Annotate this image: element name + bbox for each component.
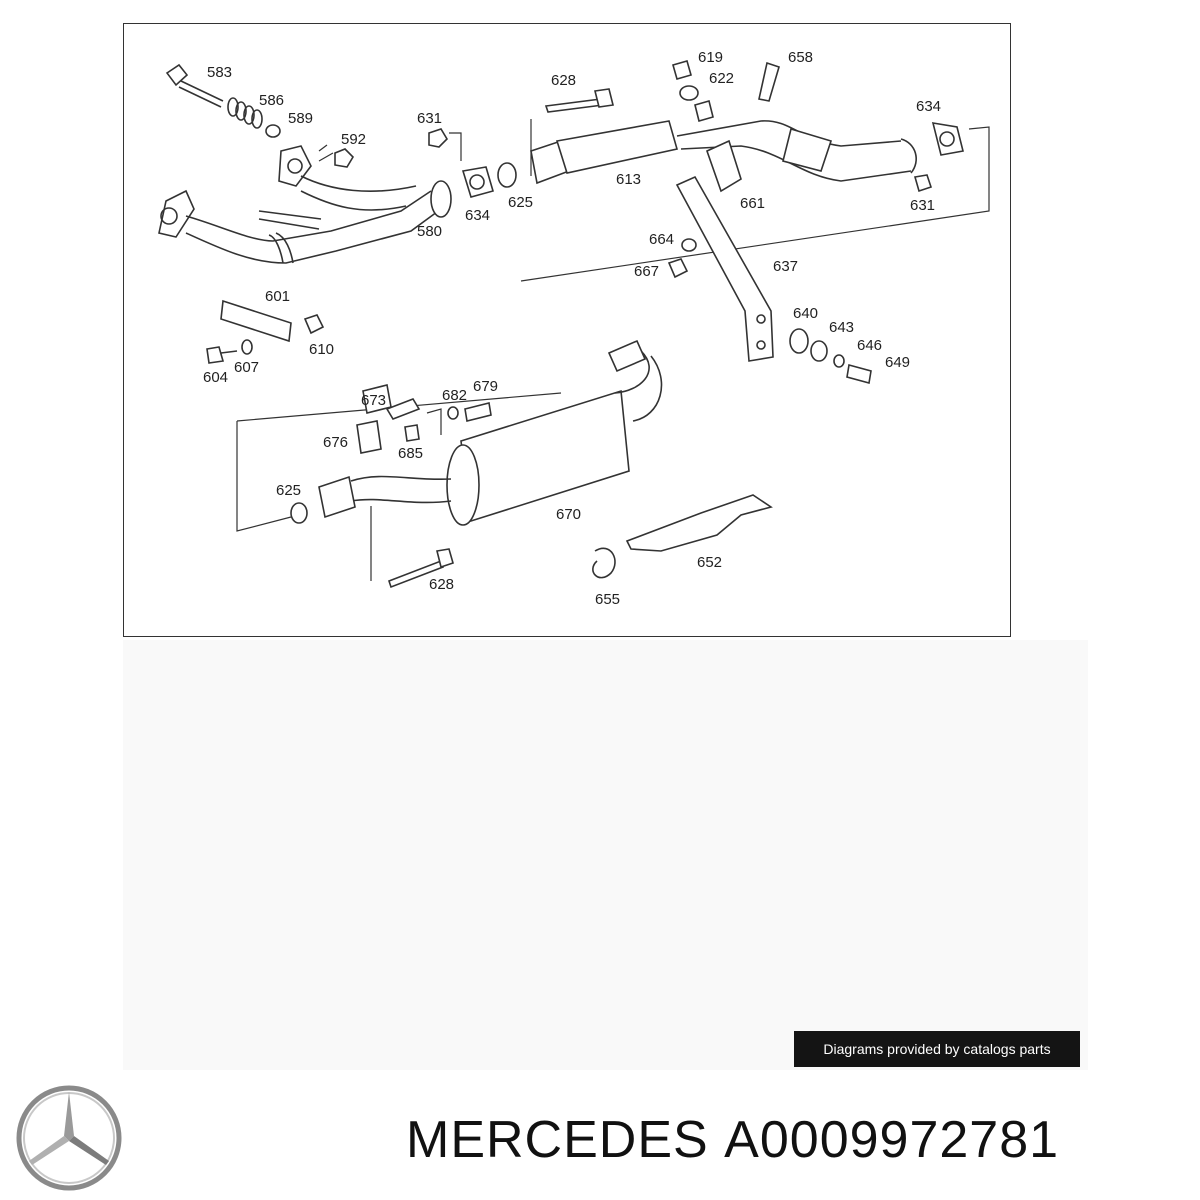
label-661: 661: [740, 195, 765, 212]
washer-682: [447, 406, 459, 420]
sensor-pipe-658: [758, 61, 780, 102]
label-673: 673: [361, 392, 386, 409]
flange-634-right: [931, 122, 964, 156]
ring-625-lower: [290, 502, 308, 524]
rubber-640: [789, 328, 809, 354]
label-628: 628: [551, 72, 576, 89]
label-583: 583: [207, 64, 232, 81]
nut-685: [404, 424, 420, 442]
bolt-628: [544, 98, 605, 113]
part-number: A0009972781: [724, 1111, 1060, 1169]
label-592: 592: [341, 131, 366, 148]
label-676: 676: [323, 434, 348, 451]
intermediate-pipe-613: [530, 119, 917, 185]
lead-592: [318, 144, 334, 162]
label-655: 655: [595, 591, 620, 608]
rubber-676: [356, 420, 382, 454]
label-682: 682: [442, 387, 467, 404]
label-613: 613: [616, 171, 641, 188]
bolt-604: [206, 346, 225, 364]
lead-right: [520, 126, 990, 282]
label-679: 679: [473, 378, 498, 395]
label-586: 586: [259, 92, 284, 109]
label-619: 619: [698, 49, 723, 66]
label-667: 667: [634, 263, 659, 280]
label-670: 670: [556, 506, 581, 523]
label-628-lower: 628: [429, 576, 454, 593]
label-607: 607: [234, 359, 259, 376]
label-604: 604: [203, 369, 228, 386]
exhaust-diagram: 583 586 589 592 631 628 619 622 658 634 …: [123, 23, 1011, 637]
bracket-637: [675, 175, 774, 362]
label-640: 640: [793, 305, 818, 322]
washer-646: [833, 354, 845, 368]
washer-622: [679, 85, 699, 101]
plate-601: [220, 299, 292, 343]
label-622: 622: [709, 70, 734, 87]
front-pipe-580: [158, 145, 452, 264]
ring-625: [497, 162, 517, 188]
label-652: 652: [697, 554, 722, 571]
nut-610: [303, 314, 325, 335]
label-610: 610: [309, 341, 334, 358]
label-580: 580: [417, 223, 442, 240]
nut-592: [334, 148, 355, 168]
label-664: 664: [649, 231, 674, 248]
clip-655: [592, 547, 616, 579]
blank-panel: [123, 640, 1088, 1070]
label-625: 625: [508, 194, 533, 211]
label-634: 634: [916, 98, 941, 115]
washer-643: [810, 340, 828, 362]
heat-shield-652: [625, 494, 773, 552]
nut-631: [428, 128, 449, 148]
label-631-right: 631: [910, 197, 935, 214]
bolt-679: [464, 402, 492, 422]
mercedes-star-icon: [16, 1085, 122, 1191]
diagram-drawing: 583 586 589 592 631 628 619 622 658 634 …: [158, 49, 990, 608]
label-685: 685: [398, 445, 423, 462]
bolt-583: [165, 63, 281, 138]
label-601: 601: [265, 288, 290, 305]
catalog-caption: Diagrams provided by catalogs parts: [794, 1031, 1080, 1067]
brand-part-number: MERCEDES A0009972781: [406, 1108, 1059, 1172]
label-625-lower: 625: [276, 482, 301, 499]
nut-631-right: [913, 174, 933, 193]
plug-619: [672, 60, 692, 80]
label-658: 658: [788, 49, 813, 66]
label-643: 643: [829, 319, 854, 336]
clamp-661: [706, 139, 742, 193]
washer-607: [241, 339, 253, 355]
label-631: 631: [417, 110, 442, 127]
nut-667: [667, 258, 689, 279]
bolt-649: [846, 363, 872, 385]
brand-name: MERCEDES: [406, 1111, 709, 1169]
washer-664: [681, 238, 697, 252]
gasket-634: [461, 166, 494, 198]
lead-631: [449, 132, 462, 161]
label-649: 649: [885, 354, 910, 371]
label-637: 637: [773, 258, 798, 275]
label-646: 646: [857, 337, 882, 354]
muffler-670: [318, 339, 663, 526]
label-589: 589: [288, 110, 313, 127]
label-634-lower: 634: [465, 207, 490, 224]
